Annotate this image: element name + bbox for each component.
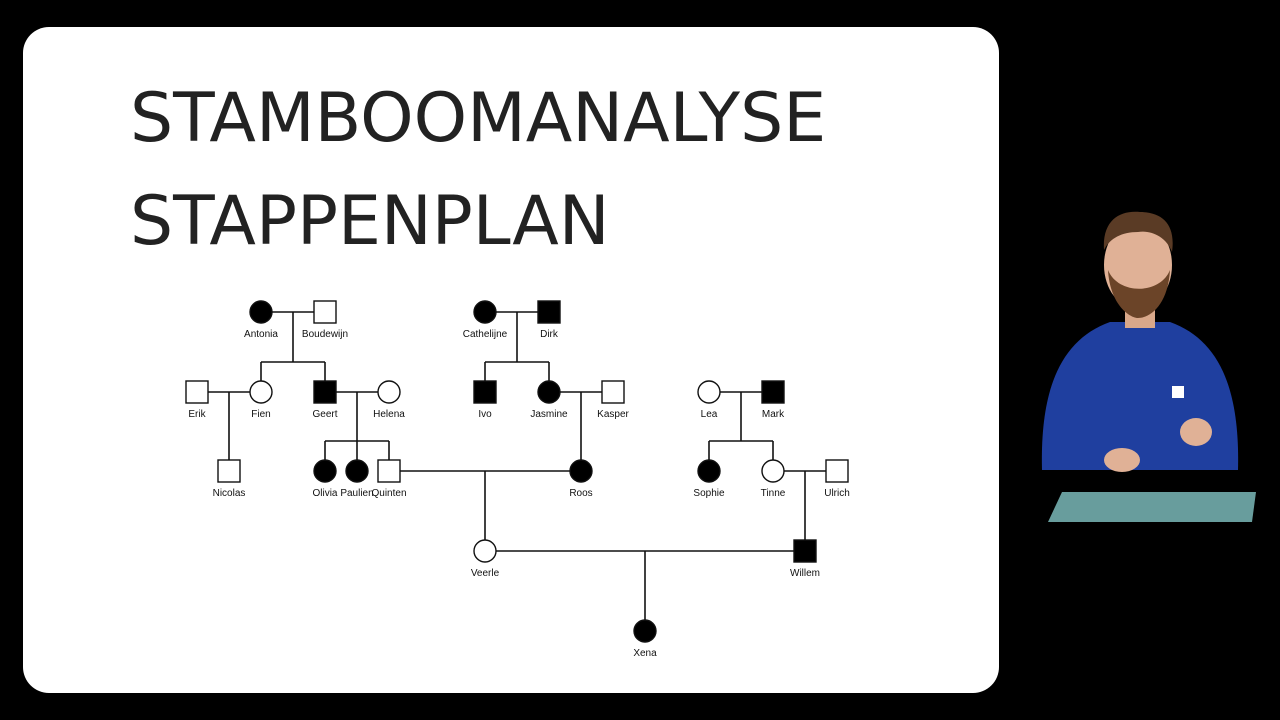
person-name: Antonia — [244, 329, 278, 340]
person-name: Sophie — [693, 488, 725, 499]
person-roos: Roos — [569, 459, 593, 499]
person-name: Boudewijn — [302, 329, 348, 340]
male-symbol — [793, 539, 817, 563]
male-symbol — [377, 459, 401, 483]
female-symbol — [313, 459, 337, 483]
person-helena: Helena — [373, 380, 405, 420]
person-name: Olivia — [312, 488, 337, 499]
person-name: Paulien — [340, 488, 373, 499]
person-antonia: Antonia — [244, 300, 278, 340]
female-symbol — [761, 459, 785, 483]
slide: STAMBOOMANALYSE STAPPENPLAN Antonia Boude… — [23, 27, 999, 693]
person-name: Dirk — [540, 329, 559, 340]
person-willem: Willem — [790, 539, 820, 579]
female-symbol — [345, 459, 369, 483]
shirt-logo — [1172, 386, 1184, 398]
female-symbol — [569, 459, 593, 483]
male-symbol — [825, 459, 849, 483]
female-symbol — [473, 300, 497, 324]
tablet-screen — [1048, 492, 1256, 522]
presenter-video — [1041, 211, 1256, 522]
person-dirk: Dirk — [537, 300, 561, 340]
person-veerle: Veerle — [471, 539, 500, 579]
person-name: Fien — [251, 409, 270, 420]
person-name: Cathelijne — [463, 329, 508, 340]
female-symbol — [697, 459, 721, 483]
person-name: Mark — [762, 409, 785, 420]
person-name: Willem — [790, 568, 820, 579]
presenter-beard — [1108, 270, 1170, 318]
pedigree-lines — [208, 311, 826, 620]
slide-title-line-1: STAMBOOMANALYSE — [130, 79, 827, 158]
person-name: Lea — [701, 409, 718, 420]
female-symbol — [633, 619, 657, 643]
person-lea: Lea — [697, 380, 721, 420]
person-name: Veerle — [471, 568, 500, 579]
person-geert: Geert — [312, 380, 338, 420]
person-kasper: Kasper — [597, 380, 630, 420]
male-symbol — [185, 380, 209, 404]
male-symbol — [473, 380, 497, 404]
person-cathelijne: Cathelijne — [463, 300, 508, 340]
person-boudewijn: Boudewijn — [302, 300, 348, 340]
male-symbol — [537, 300, 561, 324]
person-name: Quinten — [371, 488, 406, 499]
person-mark: Mark — [761, 380, 785, 420]
person-jasmine: Jasmine — [530, 380, 568, 420]
person-name: Xena — [633, 648, 657, 659]
female-symbol — [249, 300, 273, 324]
person-nicolas: Nicolas — [213, 459, 246, 499]
female-symbol — [249, 380, 273, 404]
female-symbol — [473, 539, 497, 563]
person-name: Geert — [312, 409, 337, 420]
person-erik: Erik — [185, 380, 209, 420]
person-name: Jasmine — [530, 409, 568, 420]
presenter-left-hand — [1104, 448, 1140, 472]
person-xena: Xena — [633, 619, 657, 659]
person-olivia: Olivia — [312, 459, 338, 499]
person-name: Erik — [188, 409, 206, 420]
person-name: Helena — [373, 409, 405, 420]
slide-title-line-2: STAPPENPLAN — [130, 182, 610, 261]
person-name: Nicolas — [213, 488, 246, 499]
person-tinne: Tinne — [761, 459, 786, 499]
female-symbol — [697, 380, 721, 404]
person-name: Roos — [569, 488, 592, 499]
person-name: Ivo — [478, 409, 492, 420]
presenter-shirt — [1041, 322, 1239, 470]
person-name: Kasper — [597, 409, 629, 420]
male-symbol — [313, 300, 337, 324]
person-ulrich: Ulrich — [824, 459, 850, 499]
person-fien: Fien — [249, 380, 273, 420]
person-quinten: Quinten — [371, 459, 407, 499]
person-name: Tinne — [761, 488, 786, 499]
person-paulien: Paulien — [340, 459, 374, 499]
male-symbol — [761, 380, 785, 404]
person-sophie: Sophie — [693, 459, 725, 499]
presenter-hair — [1103, 211, 1173, 252]
female-symbol — [377, 380, 401, 404]
male-symbol — [313, 380, 337, 404]
male-symbol — [601, 380, 625, 404]
person-ivo: Ivo — [473, 380, 497, 420]
presenter-right-hand — [1180, 418, 1212, 446]
male-symbol — [217, 459, 241, 483]
female-symbol — [537, 380, 561, 404]
person-name: Ulrich — [824, 488, 850, 499]
